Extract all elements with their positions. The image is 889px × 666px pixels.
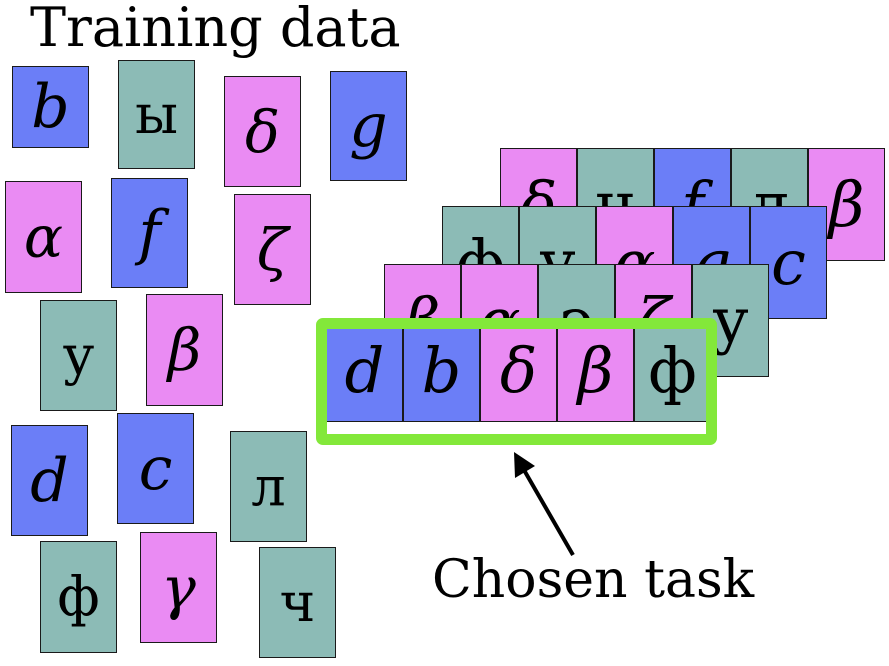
card-symbol: ζ — [256, 215, 289, 284]
training-card: f — [111, 178, 188, 288]
card-symbol: g — [349, 91, 388, 161]
cell-symbol: β — [828, 167, 865, 241]
card-symbol: у — [62, 323, 95, 387]
chosen-task-cell: b — [403, 320, 480, 422]
card-symbol: α — [23, 203, 64, 271]
training-card: d — [11, 425, 88, 536]
card-symbol: c — [138, 433, 173, 504]
card-symbol: d — [30, 445, 69, 516]
chosen-task-cell: δ — [480, 320, 557, 422]
training-card: α — [5, 181, 82, 293]
cell-symbol: ф — [648, 334, 697, 407]
cell-symbol: δ — [499, 334, 538, 407]
card-symbol: ф — [57, 565, 100, 628]
training-card: ч — [259, 547, 336, 658]
chosen-task-cell: β — [557, 320, 634, 422]
card-symbol: ч — [279, 570, 316, 634]
card-symbol: δ — [245, 97, 280, 166]
training-card: γ — [140, 532, 217, 643]
cell-symbol: c — [771, 225, 806, 299]
chosen-task-highlight — [316, 318, 717, 445]
card-symbol: b — [31, 72, 70, 142]
training-card: β — [146, 294, 223, 406]
card-symbol: л — [251, 454, 286, 518]
cell-symbol: b — [421, 334, 462, 407]
training-card: g — [330, 71, 407, 181]
training-card: ы — [118, 60, 195, 169]
chosen-task-caption: Chosen task — [432, 550, 755, 610]
training-card: у — [40, 300, 117, 411]
training-card: ф — [40, 541, 117, 653]
card-symbol: β — [167, 316, 202, 384]
training-card: δ — [224, 76, 301, 187]
training-card: ζ — [234, 194, 311, 305]
cell-symbol: β — [577, 334, 614, 407]
training-card: c — [117, 413, 194, 524]
training-card: л — [230, 431, 307, 542]
card-symbol: f — [138, 198, 161, 268]
training-data-title: Training data — [30, 0, 401, 59]
card-symbol: ы — [135, 82, 178, 146]
cell-symbol: d — [344, 334, 385, 407]
cell-symbol: у — [712, 283, 749, 357]
card-symbol: γ — [161, 553, 196, 622]
training-card: b — [12, 66, 89, 148]
